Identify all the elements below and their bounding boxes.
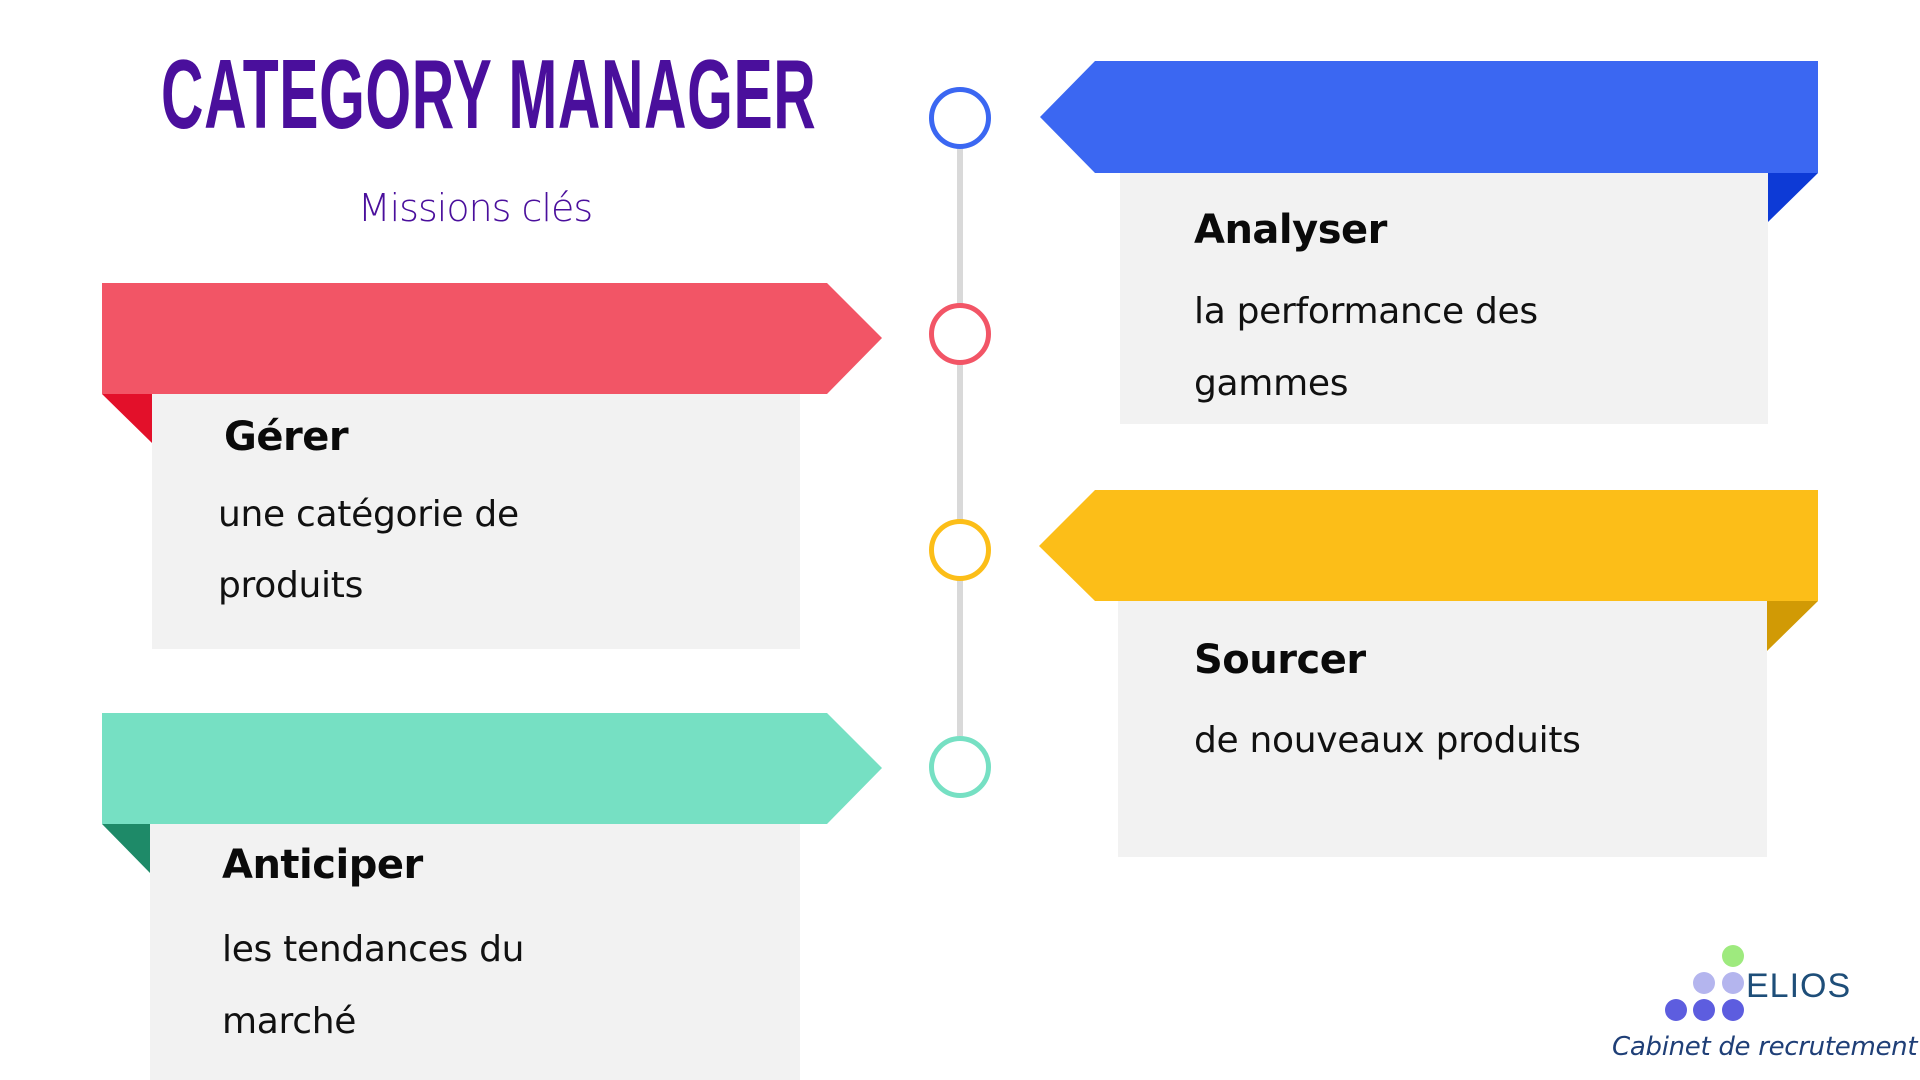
mission-card-sourcer: Sourcer de nouveaux produits <box>1118 601 1767 857</box>
logo-dot-icon <box>1722 999 1744 1021</box>
timeline-node-sourcer <box>929 519 991 581</box>
timeline-node-analyser <box>929 87 991 149</box>
timeline-node-gerer <box>929 303 991 365</box>
logo-dot-icon <box>1665 999 1687 1021</box>
mission-description-line: la performance des <box>1194 291 1538 332</box>
mission-description-line: gammes <box>1194 363 1349 404</box>
mission-description-line: une catégorie de <box>218 494 519 535</box>
mission-card-analyser: Analyser la performance des gammes <box>1120 173 1768 424</box>
mission-card-anticiper: Anticiper les tendances du marché <box>150 824 800 1080</box>
timeline-node-anticiper <box>929 736 991 798</box>
mission-card-gerer: Gérer une catégorie de produits <box>152 394 800 649</box>
page-subtitle: Missions clés <box>357 186 593 230</box>
mission-description-line: produits <box>218 565 364 606</box>
mission-description-line: marché <box>222 1001 357 1042</box>
logo-dot-icon <box>1693 999 1715 1021</box>
timeline-line <box>957 149 963 736</box>
mission-title: Anticiper <box>222 842 423 888</box>
logo-dot-icon <box>1722 945 1744 967</box>
page-title: CATEGORY MANAGER <box>161 44 816 144</box>
mission-title: Sourcer <box>1194 637 1366 683</box>
mission-title: Analyser <box>1194 207 1387 253</box>
logo-dot-icon <box>1693 972 1715 994</box>
logo-tagline: Cabinet de recrutement <box>1612 1032 1918 1062</box>
mission-description-line: les tendances du <box>222 929 525 970</box>
mission-description-line: de nouveaux produits <box>1194 720 1581 761</box>
logo-dot-icon <box>1722 972 1744 994</box>
mission-title: Gérer <box>224 414 349 460</box>
logo-name: ELIOS <box>1746 967 1852 1005</box>
page-title-text: CATEGORY MANAGER <box>161 39 817 149</box>
